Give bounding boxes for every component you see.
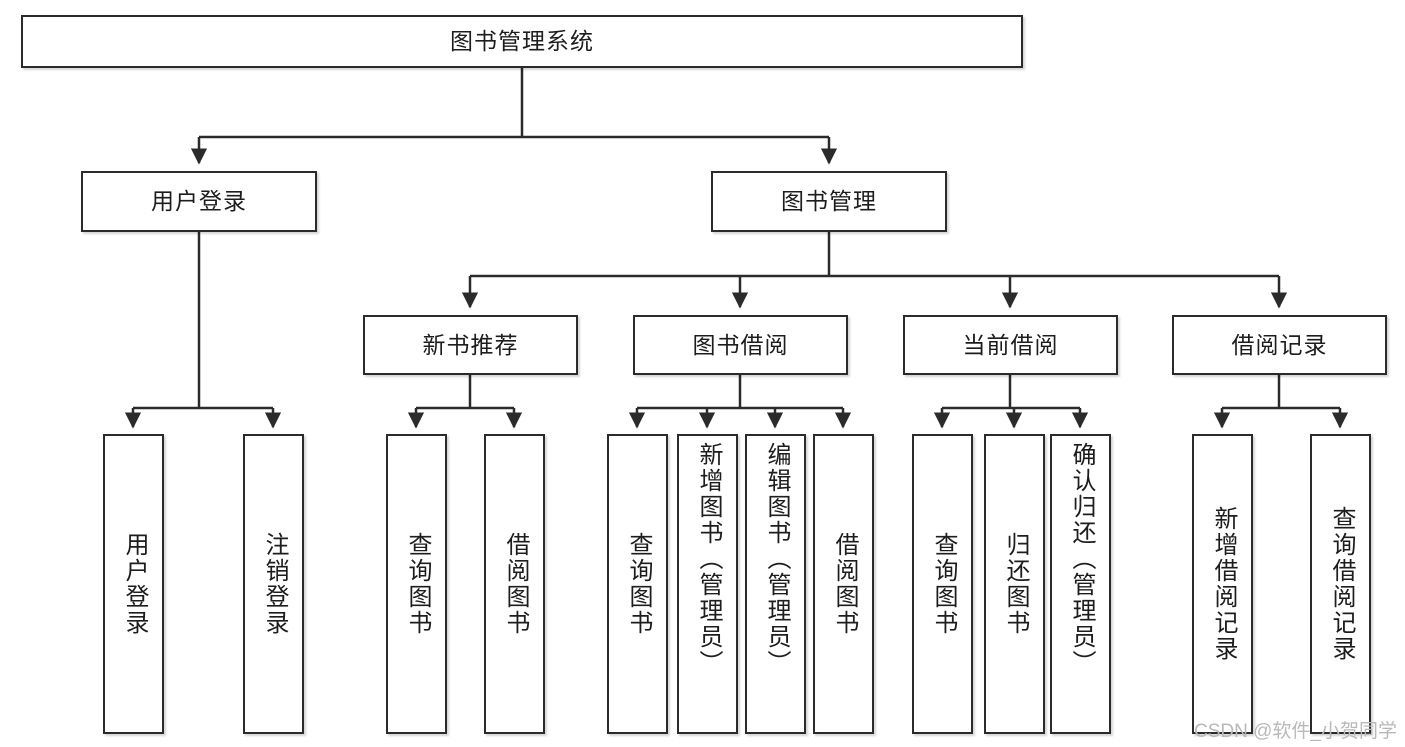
node-book-management-label: 图书管理 (781, 188, 877, 214)
leaf-query-book-3-label: 查询图书 (929, 532, 957, 636)
leaf-query-book-2[interactable]: 查询图书 (607, 434, 668, 734)
leaf-user-login-label: 用户登录 (120, 532, 148, 636)
node-current-borrow[interactable]: 当前借阅 (903, 315, 1118, 375)
leaf-borrow-book-2-label: 借阅图书 (830, 532, 858, 636)
node-current-borrow-label: 当前借阅 (962, 331, 1059, 358)
leaf-query-book-2-label: 查询图书 (624, 532, 652, 636)
leaf-query-book-1[interactable]: 查询图书 (386, 434, 447, 734)
leaf-edit-book-admin-label: 编辑图书（管理员） (762, 442, 790, 676)
node-root[interactable]: 图书管理系统 (21, 15, 1023, 68)
node-root-label: 图书管理系统 (450, 28, 594, 54)
leaf-borrow-book-1[interactable]: 借阅图书 (484, 434, 545, 734)
leaf-logout-label: 注销登录 (260, 532, 288, 636)
leaf-add-borrow-record-label: 新增借阅记录 (1209, 506, 1237, 662)
node-book-management[interactable]: 图书管理 (711, 171, 947, 232)
leaf-add-book-admin-label: 新增图书（管理员） (694, 442, 722, 676)
leaf-add-borrow-record[interactable]: 新增借阅记录 (1192, 434, 1253, 734)
leaf-add-book-admin[interactable]: 新增图书（管理员） (677, 434, 738, 734)
leaf-borrow-book-2[interactable]: 借阅图书 (813, 434, 874, 734)
leaf-return-book-label: 归还图书 (1001, 532, 1029, 636)
leaf-confirm-return-admin-label: 确认归还（管理员） (1067, 442, 1095, 676)
leaf-edit-book-admin[interactable]: 编辑图书（管理员） (745, 434, 806, 734)
node-book-borrow[interactable]: 图书借阅 (633, 315, 848, 375)
node-borrow-record-label: 借阅记录 (1231, 331, 1328, 358)
node-book-borrow-label: 图书借阅 (692, 331, 789, 358)
leaf-query-borrow-record-label: 查询借阅记录 (1327, 506, 1355, 662)
leaf-query-book-1-label: 查询图书 (403, 532, 431, 636)
node-borrow-record[interactable]: 借阅记录 (1172, 315, 1387, 375)
node-user-login-label: 用户登录 (151, 188, 247, 214)
leaf-user-login[interactable]: 用户登录 (103, 434, 164, 734)
node-new-book-recommend[interactable]: 新书推荐 (363, 315, 578, 375)
node-new-book-recommend-label: 新书推荐 (422, 331, 519, 358)
leaf-return-book[interactable]: 归还图书 (984, 434, 1045, 734)
leaf-query-borrow-record[interactable]: 查询借阅记录 (1310, 434, 1371, 734)
leaf-borrow-book-1-label: 借阅图书 (501, 532, 529, 636)
leaf-logout[interactable]: 注销登录 (243, 434, 304, 734)
leaf-confirm-return-admin[interactable]: 确认归还（管理员） (1050, 434, 1111, 734)
node-user-login[interactable]: 用户登录 (81, 171, 317, 232)
csdn-watermark: CSDN @软件_小贺同学 (1194, 721, 1397, 742)
leaf-query-book-3[interactable]: 查询图书 (912, 434, 973, 734)
